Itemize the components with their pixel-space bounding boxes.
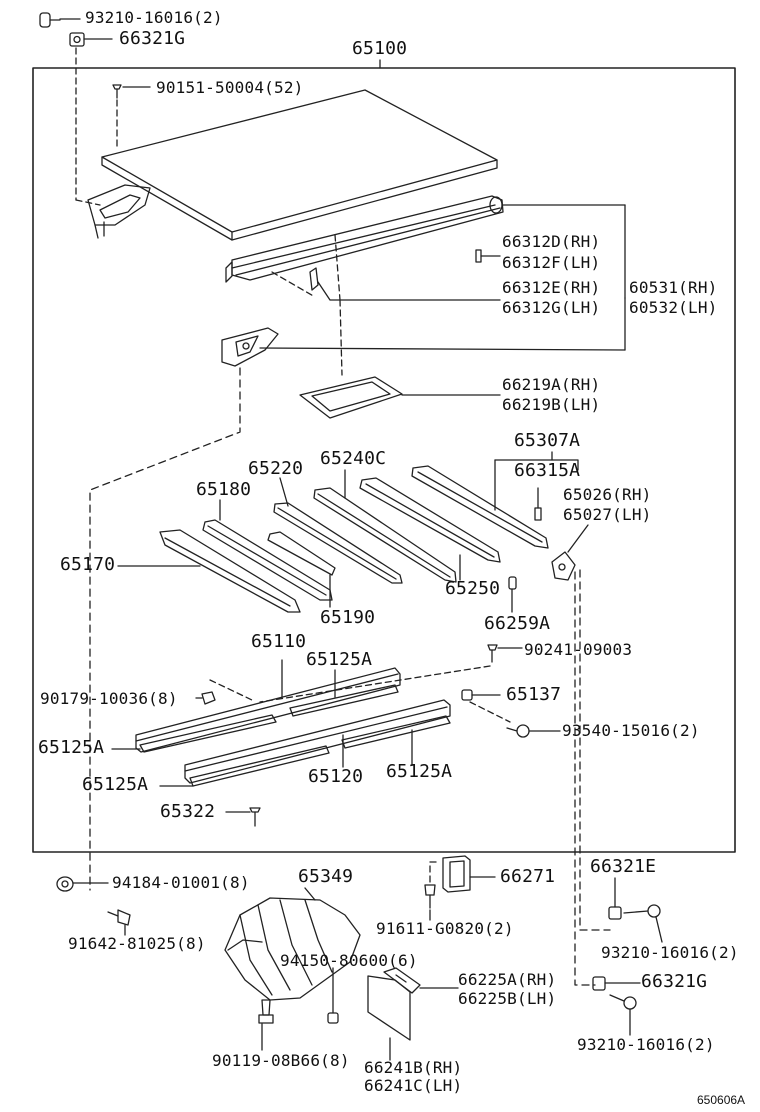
nut-94184-icon	[56, 876, 74, 892]
callout-91611: 91611-G0820(2)	[376, 919, 514, 938]
bolt-90241-icon	[487, 644, 498, 663]
callout-93210-b: 93210-16016(2)	[601, 943, 739, 962]
callout-65026: 65026(RH)	[563, 485, 652, 504]
crossmember-65110-icon	[135, 667, 401, 753]
callout-65180: 65180	[196, 479, 252, 500]
callout-66321g-b: 66321G	[641, 971, 708, 992]
assembly-boundary	[32, 67, 736, 853]
callout-90119: 90119-08B66(8)	[212, 1051, 350, 1070]
floor-board-icon	[101, 89, 498, 241]
bolt-93210-c-icon	[609, 994, 637, 1010]
sill-65307a-icon	[411, 465, 549, 549]
callout-94184: 94184-01001(8)	[112, 873, 250, 892]
callout-66312g: 66312G(LH)	[502, 298, 601, 317]
callout-65170: 65170	[60, 554, 116, 575]
callout-66315a: 66315A	[514, 460, 581, 481]
callout-66312e: 66312E(RH)	[502, 278, 601, 297]
callout-60531: 60531(RH)	[629, 278, 718, 297]
sill-65240c-icon	[313, 487, 457, 583]
strip-65125a-2-icon	[139, 714, 277, 753]
callout-66219a: 66219A(RH)	[502, 375, 601, 394]
callout-66321e: 66321E	[590, 856, 657, 877]
callout-65120: 65120	[308, 766, 364, 787]
callout-93210-top: 93210-16016(2)	[85, 8, 223, 27]
screw-floor-icon	[112, 84, 122, 99]
callout-65220: 65220	[248, 458, 304, 479]
strip-65125a-4-icon	[341, 715, 451, 749]
nut-66321e-icon	[608, 906, 622, 920]
callout-66271: 66271	[500, 866, 556, 887]
callout-93540: 93540-15016(2)	[562, 721, 700, 740]
callout-65027: 65027(LH)	[563, 505, 652, 524]
bolt-91642-icon	[107, 909, 131, 926]
callout-90241: 90241-09003	[524, 640, 633, 659]
callout-90179: 90179-10036(8)	[40, 689, 178, 708]
sill-65250-icon	[359, 477, 501, 563]
hinge-bracket-icon	[87, 184, 151, 239]
plate-66312d-icon	[475, 249, 501, 263]
bolt-93210-b-icon	[623, 904, 661, 918]
screw-65322-icon	[249, 807, 261, 827]
bracket-65026-icon	[551, 551, 576, 581]
callout-66241c: 66241C(LH)	[364, 1076, 463, 1095]
callout-66225b: 66225B(LH)	[458, 989, 557, 1008]
callout-65137: 65137	[506, 684, 562, 705]
callout-66219b: 66219B(LH)	[502, 395, 601, 414]
nut-66321g-b-icon	[592, 976, 606, 991]
callout-65125a-2: 65125A	[38, 737, 105, 758]
callout-65100: 65100	[352, 38, 408, 59]
strip-65125a-3-icon	[189, 745, 330, 787]
callout-91642: 91642-81025(8)	[68, 934, 206, 953]
cover-66271-icon	[442, 855, 471, 893]
sill-65180-icon	[202, 519, 333, 601]
frame-66219-icon	[299, 376, 403, 419]
bolt-93540-icon	[506, 724, 530, 738]
callout-66312d: 66312D(RH)	[502, 232, 601, 251]
crossmember-65120-icon	[184, 699, 451, 784]
callout-65125a-4: 65125A	[82, 774, 149, 795]
callout-65125a-3: 65125A	[386, 761, 453, 782]
bolt-90119-icon	[258, 999, 274, 1024]
callout-65125a-1: 65125A	[306, 649, 373, 670]
plate-66315a-icon	[534, 507, 542, 521]
callout-93210-c: 93210-16016(2)	[577, 1035, 715, 1054]
bolt-91611-icon	[424, 884, 436, 909]
strip-65125a-1-icon	[289, 684, 399, 717]
plate-66312e-icon	[309, 267, 319, 291]
callout-65322: 65322	[160, 801, 216, 822]
side-rail-icon	[225, 195, 504, 283]
callout-65240c: 65240C	[320, 448, 387, 469]
callout-60532: 60532(LH)	[629, 298, 718, 317]
callout-94150: 94150-80600(6)	[280, 951, 418, 970]
callout-65110: 65110	[251, 631, 307, 652]
sill-65220-icon	[273, 502, 403, 584]
callout-65250: 65250	[445, 578, 501, 599]
corner-bracket-icon	[221, 327, 279, 367]
callout-65190: 65190	[320, 607, 376, 628]
callout-66225a: 66225A(RH)	[458, 970, 557, 989]
callout-66259a: 66259A	[484, 613, 551, 634]
callout-90151: 90151-50004(52)	[156, 78, 304, 97]
nut-65137-icon	[461, 689, 473, 701]
nut-94150-icon	[327, 1012, 339, 1024]
bolt-top-icon	[39, 12, 61, 28]
callout-66241b: 66241B(RH)	[364, 1058, 463, 1077]
mudguard-65349-icon	[224, 897, 361, 1001]
sill-65170-icon	[159, 529, 301, 613]
sill-65190-icon	[267, 531, 336, 576]
callout-65349: 65349	[298, 866, 354, 887]
callout-66312f: 66312F(LH)	[502, 253, 601, 272]
nut-top-icon	[69, 32, 85, 47]
bracket-66225-icon	[383, 967, 421, 994]
mudflap-66241-icon	[367, 975, 411, 1041]
callout-65307a: 65307A	[514, 430, 581, 451]
pin-66259a-icon	[508, 576, 517, 590]
callout-66321g-top: 66321G	[119, 28, 186, 49]
clip-90179-icon	[201, 691, 216, 705]
figure-reference: 650606A	[697, 1093, 746, 1107]
